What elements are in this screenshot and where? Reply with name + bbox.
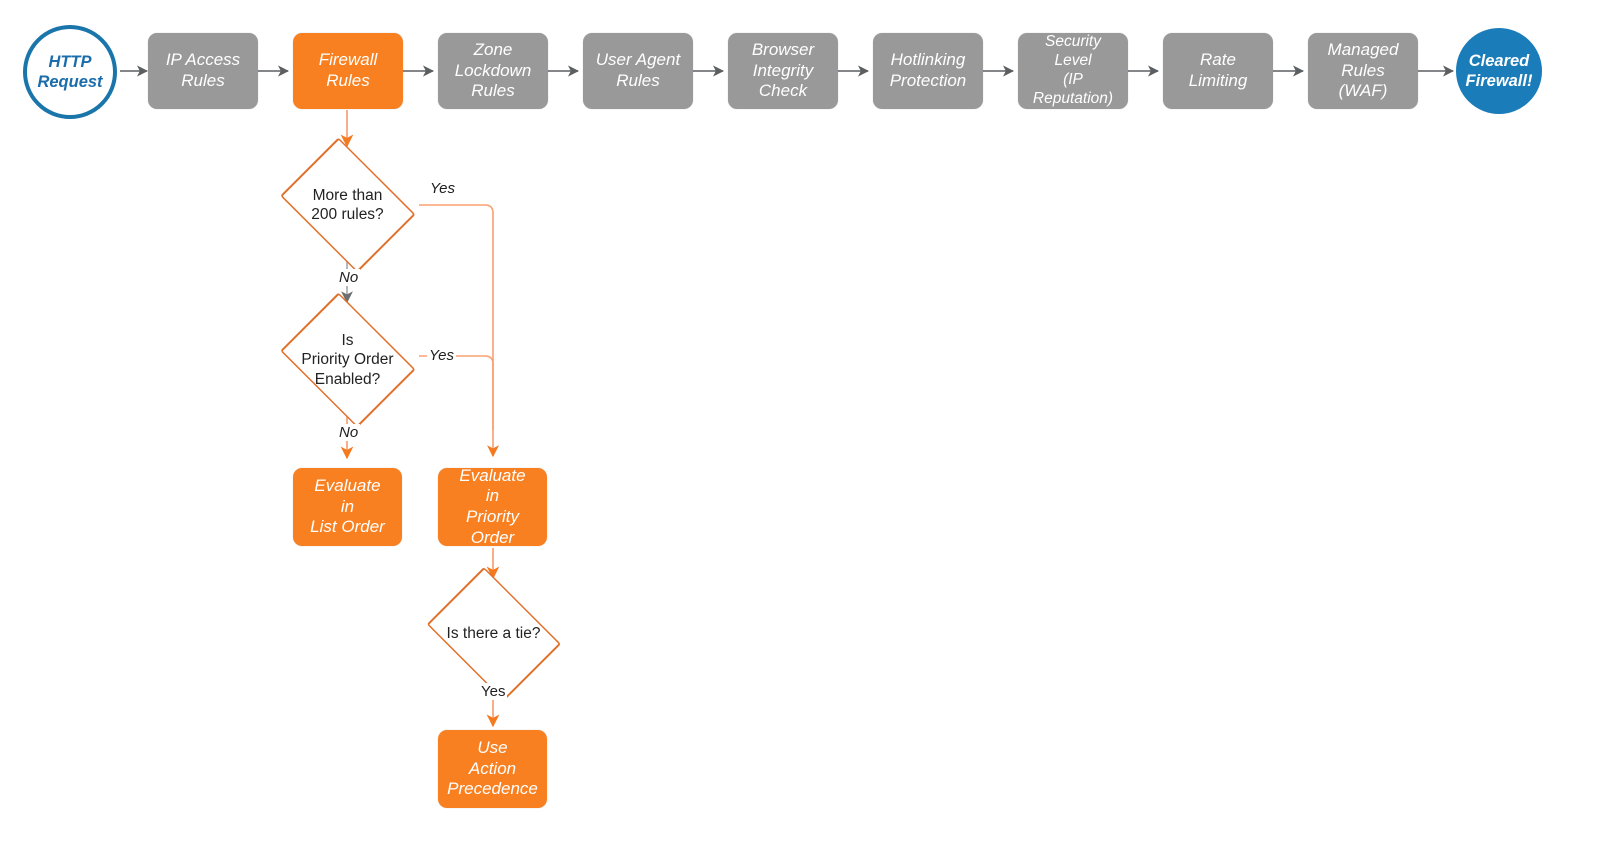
edge-label-d2-yes: Yes xyxy=(427,347,457,364)
node-hotlinking-protection-label: Hotlinking Protection xyxy=(889,50,967,90)
node-security-level[interactable]: Security Level (IP Reputation) xyxy=(1018,33,1128,109)
node-http-request[interactable]: HTTP Request xyxy=(23,25,117,119)
node-user-agent-rules-label: User Agent Rules xyxy=(595,50,681,90)
node-http-request-label: HTTP Request xyxy=(37,52,103,91)
node-security-level-label: Security Level (IP Reputation) xyxy=(1032,33,1114,107)
node-rate-limiting-label: Rate Limiting xyxy=(1188,50,1248,90)
edge-label-d1-no: No xyxy=(337,269,361,286)
node-zone-lockdown-rules[interactable]: Zone Lockdown Rules xyxy=(438,33,548,109)
decision-more-than-200-rules-label: More than 200 rules? xyxy=(311,186,384,223)
node-cleared-firewall[interactable]: Cleared Firewall! xyxy=(1456,28,1542,114)
node-managed-rules-waf-label: Managed Rules (WAF) xyxy=(1327,39,1399,101)
decision-priority-order-enabled[interactable]: Is Priority Order Enabled? xyxy=(277,292,418,428)
decision-is-there-a-tie-label: Is there a tie? xyxy=(446,625,541,643)
decision-is-there-a-tie[interactable]: Is there a tie? xyxy=(423,566,564,702)
node-firewall-rules[interactable]: Firewall Rules xyxy=(293,33,403,109)
node-hotlinking-protection[interactable]: Hotlinking Protection xyxy=(873,33,983,109)
node-evaluate-in-list-order-label: Evaluate in List Order xyxy=(310,475,385,537)
edge-d2-yes xyxy=(419,355,494,430)
node-use-action-precedence-label: Use Action Precedence xyxy=(447,737,538,799)
node-use-action-precedence[interactable]: Use Action Precedence xyxy=(438,730,547,808)
node-cleared-firewall-label: Cleared Firewall! xyxy=(1465,51,1533,90)
node-firewall-rules-label: Firewall Rules xyxy=(318,50,378,90)
edge-label-d2-no: No xyxy=(337,424,361,441)
edge-d1-yes xyxy=(419,204,499,458)
edge-label-d1-yes: Yes xyxy=(428,180,458,197)
node-browser-integrity-check-label: Browser Integrity Check xyxy=(751,39,815,101)
node-ip-access-rules[interactable]: IP Access Rules xyxy=(148,33,258,109)
node-browser-integrity-check[interactable]: Browser Integrity Check xyxy=(728,33,838,109)
decision-more-than-200-rules[interactable]: More than 200 rules? xyxy=(277,137,418,273)
node-user-agent-rules[interactable]: User Agent Rules xyxy=(583,33,693,109)
node-evaluate-in-list-order[interactable]: Evaluate in List Order xyxy=(293,468,402,546)
node-managed-rules-waf[interactable]: Managed Rules (WAF) xyxy=(1308,33,1418,109)
node-zone-lockdown-rules-label: Zone Lockdown Rules xyxy=(454,39,532,101)
edge-label-tie-yes: Yes xyxy=(479,683,508,700)
node-evaluate-in-priority-order[interactable]: Evaluate in Priority Order xyxy=(438,465,547,547)
node-evaluate-in-priority-order-label: Evaluate in Priority Order xyxy=(459,465,526,547)
decision-priority-order-enabled-label: Is Priority Order Enabled? xyxy=(301,332,394,388)
node-ip-access-rules-label: IP Access Rules xyxy=(165,50,241,90)
node-rate-limiting[interactable]: Rate Limiting xyxy=(1163,33,1273,109)
